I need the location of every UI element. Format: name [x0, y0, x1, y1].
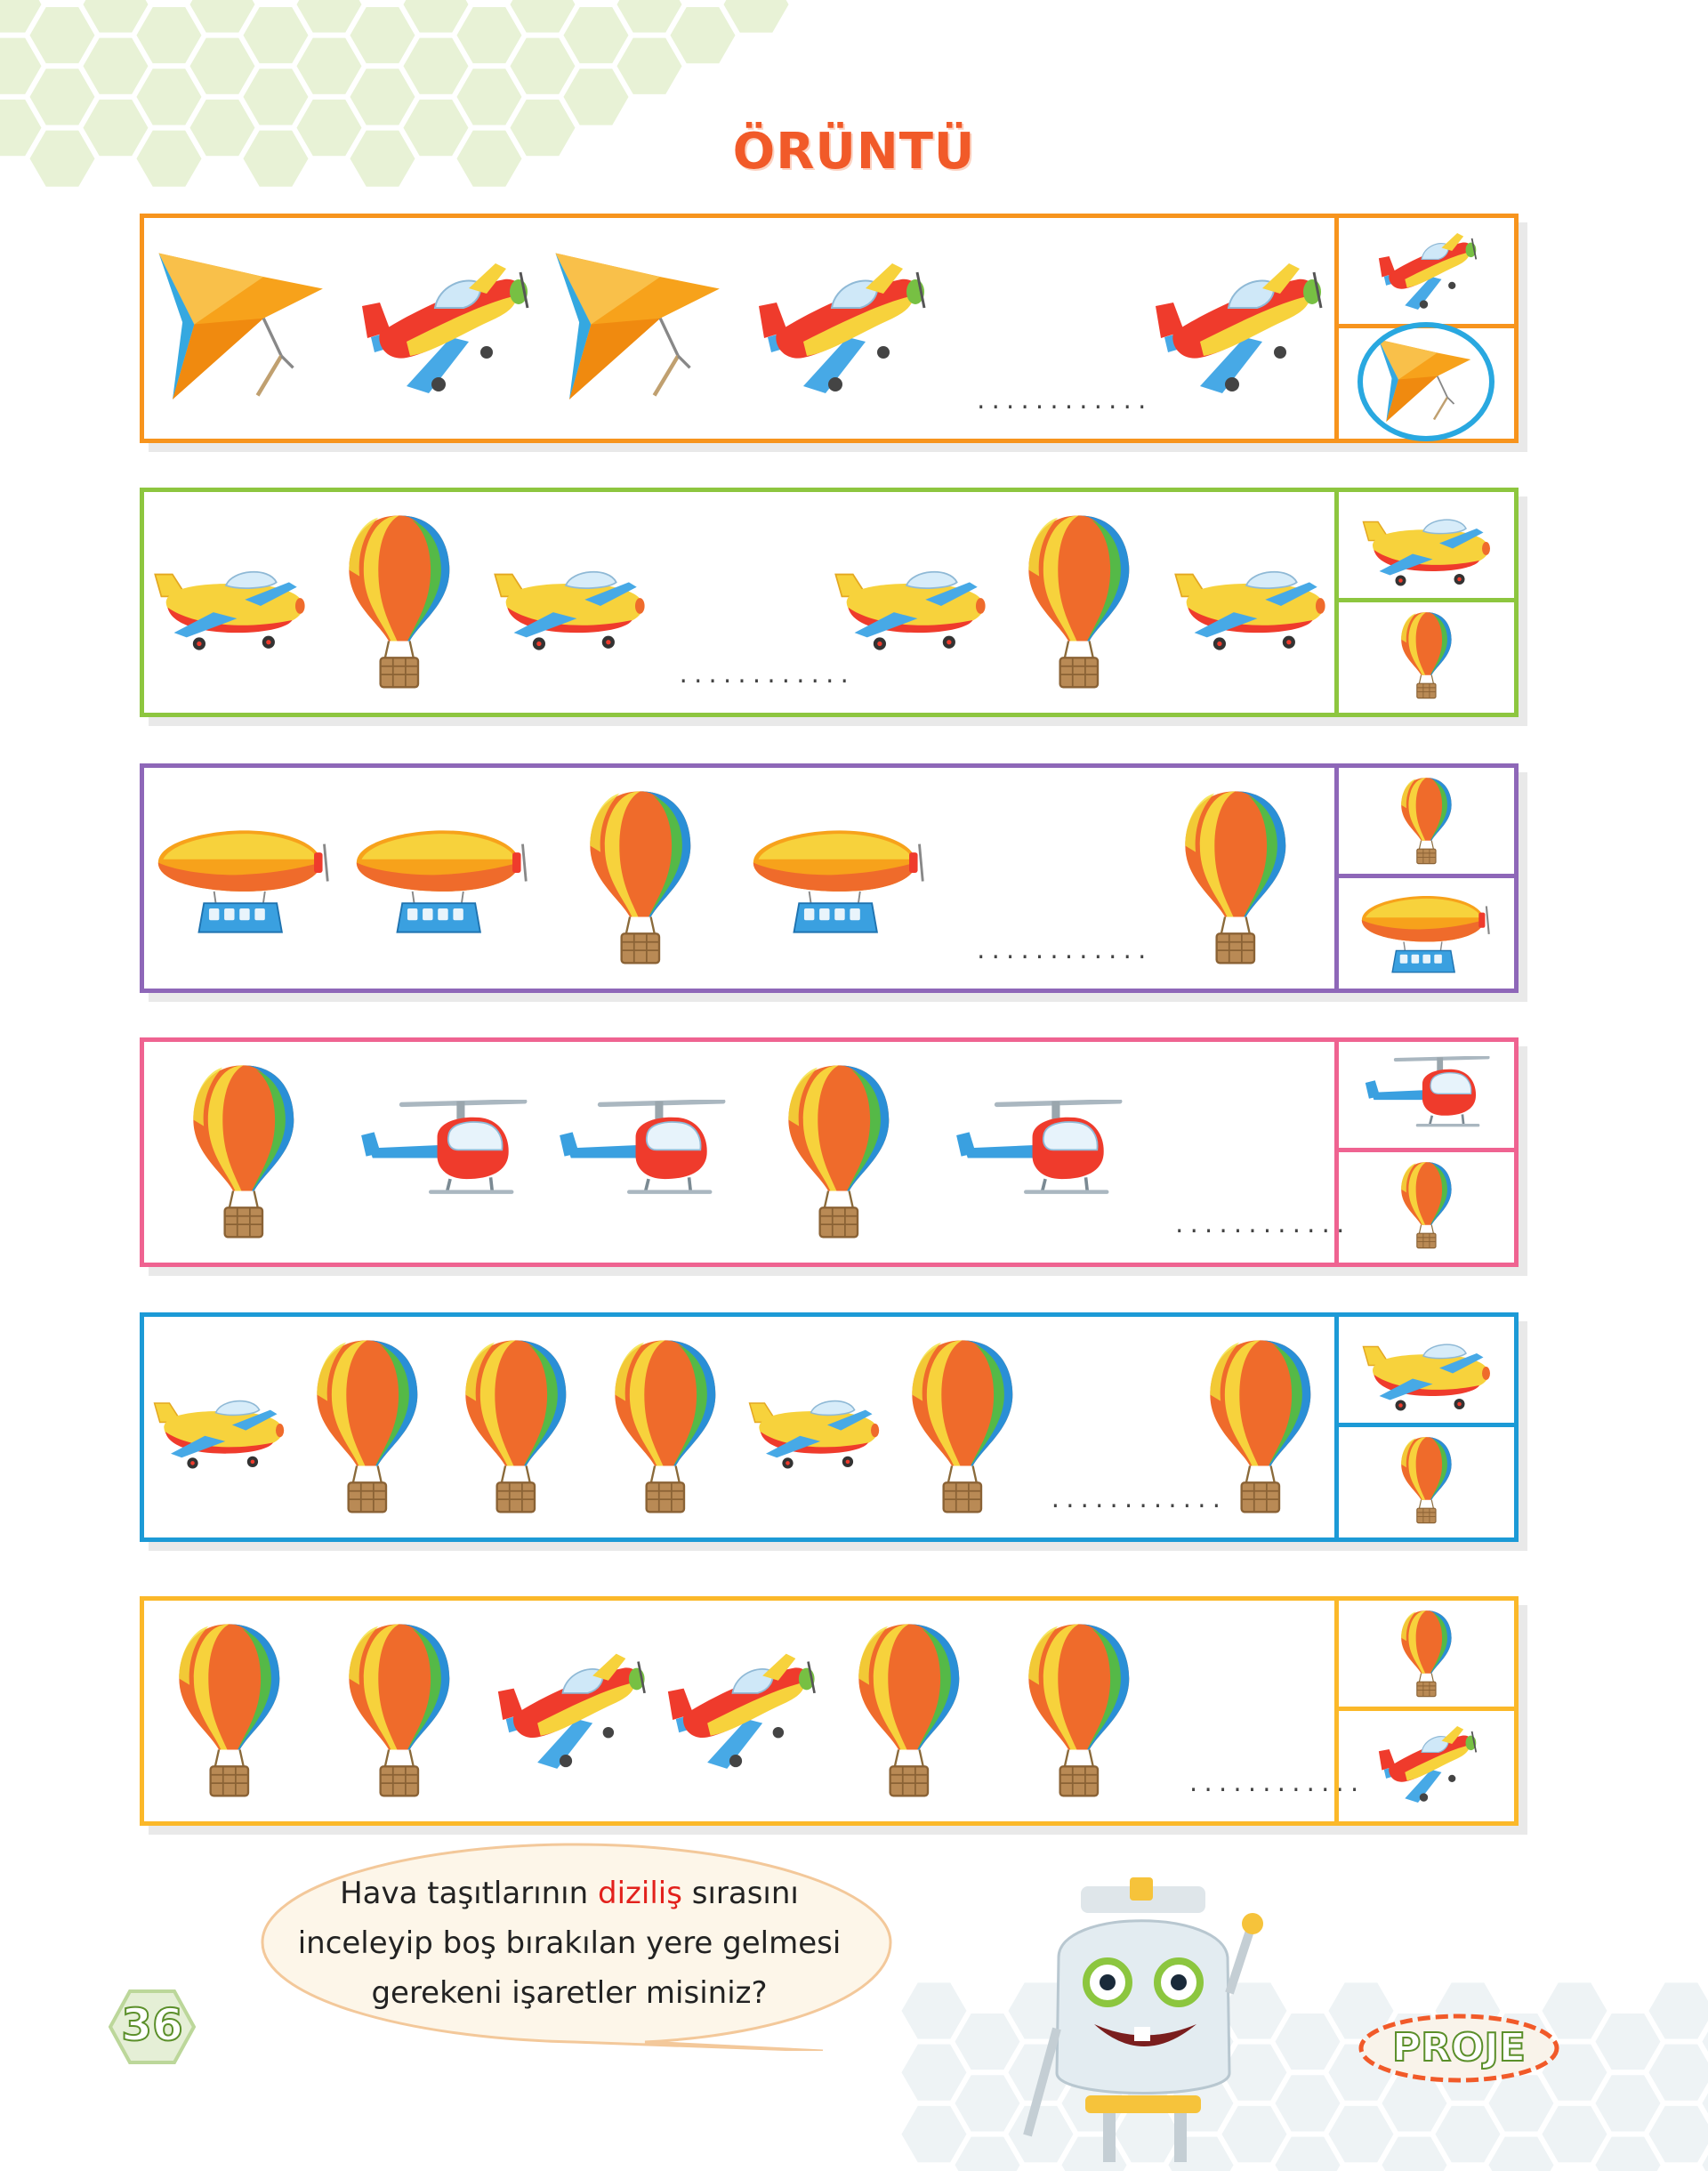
blank-slot: ............ [974, 389, 1150, 414]
option-1[interactable] [1339, 1601, 1514, 1711]
blank-slot: ............ [1049, 1488, 1225, 1513]
option-1[interactable] [1339, 218, 1514, 328]
option-2[interactable] [1339, 878, 1514, 989]
proje-label: PROJE [1391, 2024, 1527, 2071]
speech-bubble [261, 1843, 892, 2051]
proje-badge: PROJE [1357, 2013, 1561, 2084]
highlight-word: diziliş [598, 1876, 682, 1911]
blank-slot: ............ [677, 663, 853, 688]
pattern-row-3: ............ [140, 763, 1519, 993]
sequence-track: ............ [144, 768, 1334, 989]
option-2[interactable] [1339, 322, 1514, 441]
page-number: 36 [120, 1998, 184, 2052]
answer-options [1334, 1042, 1514, 1263]
page-number-badge: 36 [108, 1989, 197, 2065]
robot-mascot-icon [1023, 1877, 1263, 2162]
option-2[interactable] [1339, 602, 1514, 713]
option-2[interactable] [1339, 1152, 1514, 1263]
pattern-row-2: ............ [140, 488, 1519, 717]
answer-options [1334, 492, 1514, 713]
pattern-row-5: ............ [140, 1312, 1519, 1542]
sequence-track: ............ [144, 1042, 1347, 1263]
blank-slot: ............ [974, 939, 1150, 964]
answer-options [1334, 1601, 1514, 1821]
option-1[interactable] [1339, 1317, 1514, 1427]
sequence-track: ............ [144, 218, 1334, 439]
option-1[interactable] [1339, 492, 1514, 602]
instruction-text: Hava taşıtlarının diziliş sırasını incel… [297, 1876, 842, 2011]
sequence-track: ............ [144, 1601, 1361, 1821]
sequence-track: ............ [144, 1317, 1334, 1537]
option-2[interactable] [1339, 1711, 1514, 1821]
option-1[interactable] [1339, 768, 1514, 878]
answer-options [1334, 1317, 1514, 1537]
blank-slot: ............ [1187, 1772, 1363, 1796]
page-title: ÖRÜNTÜ [732, 123, 976, 181]
pattern-row-1: ............ [140, 214, 1519, 443]
selection-circle [1358, 322, 1494, 441]
answer-options [1334, 218, 1514, 441]
option-1[interactable] [1339, 1042, 1514, 1152]
pattern-row-4: ............ [140, 1037, 1519, 1267]
blank-slot: ............ [1172, 1213, 1349, 1238]
pattern-row-6: ............ [140, 1596, 1519, 1826]
option-2[interactable] [1339, 1427, 1514, 1537]
sequence-track: ............ [144, 492, 1334, 713]
answer-options [1334, 768, 1514, 989]
